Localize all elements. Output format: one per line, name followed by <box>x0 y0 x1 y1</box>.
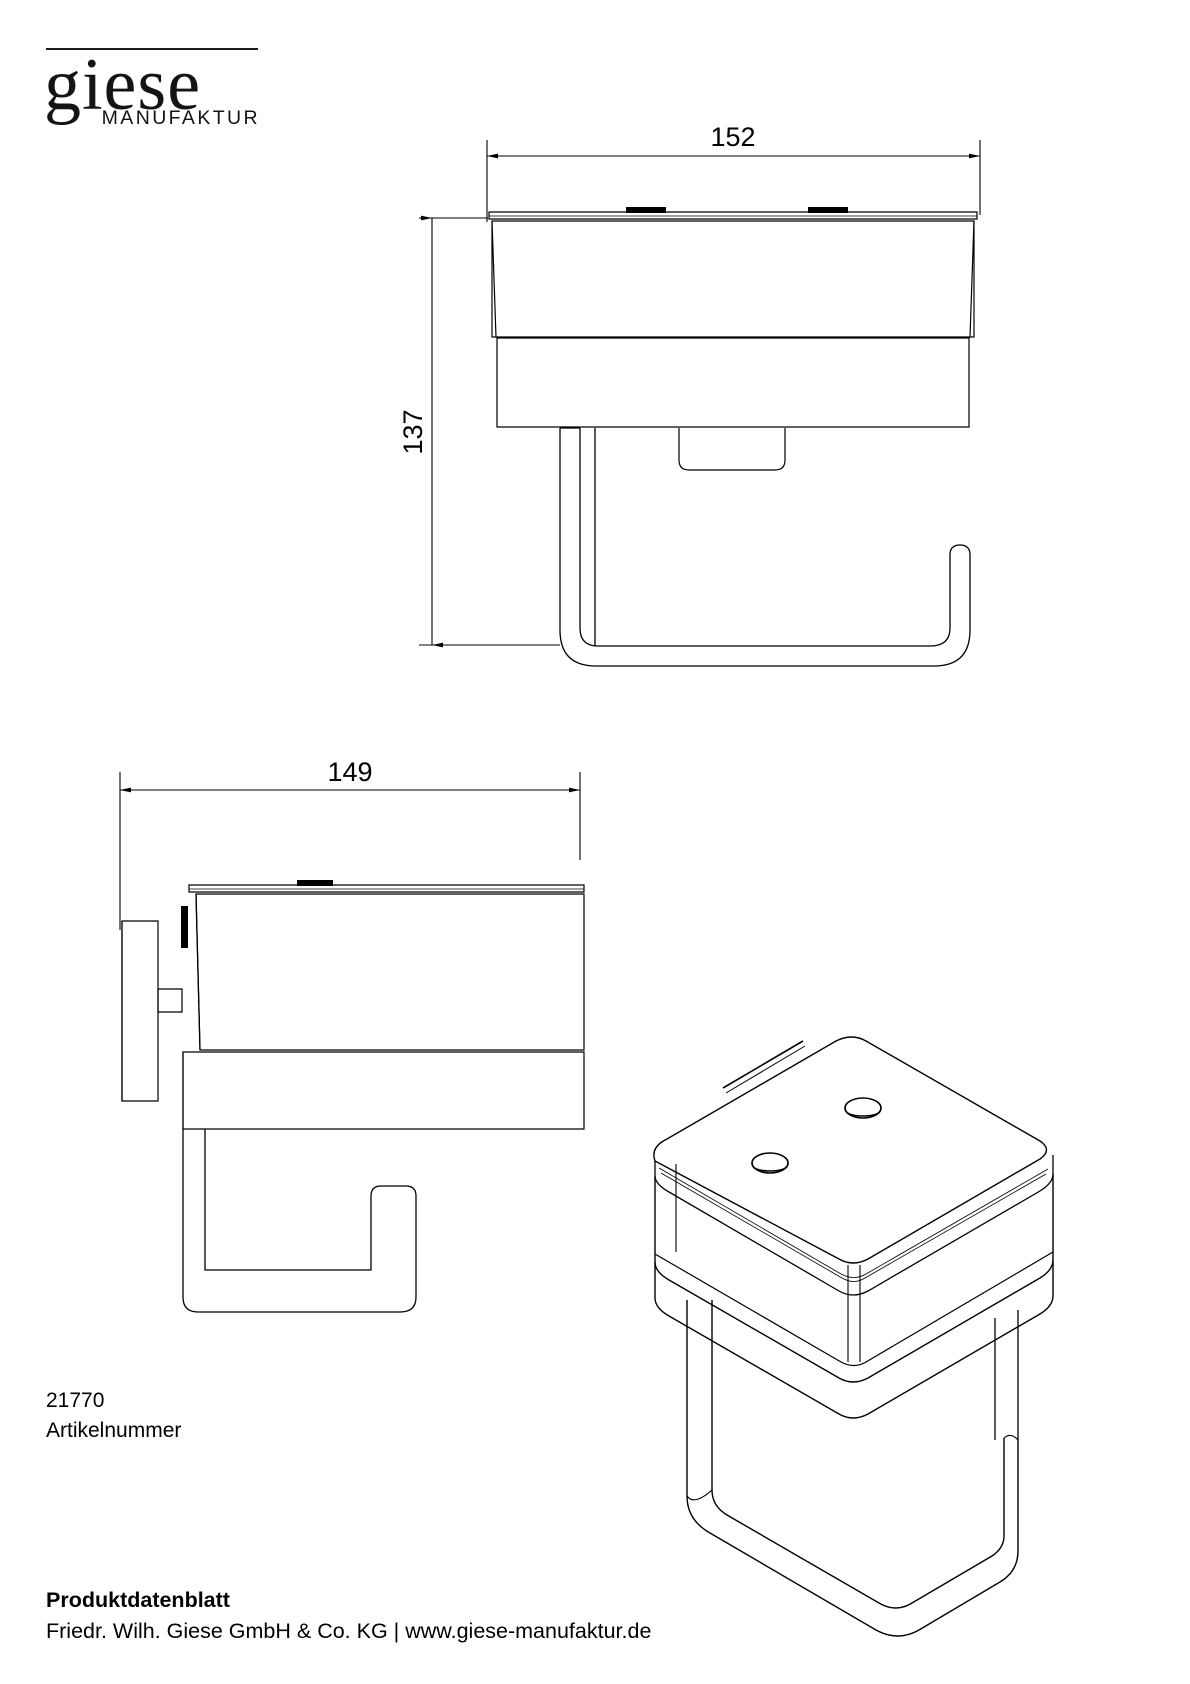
front-lid-tab-left <box>626 207 666 213</box>
front-view-drawing: 152 137 <box>398 122 981 667</box>
front-box-taper-right <box>969 220 975 338</box>
iso-box-upper-body <box>654 1174 1054 1383</box>
iso-lid-thickness <box>654 1155 1054 1296</box>
front-lid-plate <box>488 211 978 220</box>
side-lid-tab <box>297 880 333 886</box>
iso-roll-holder-bend-right <box>1003 1434 1019 1441</box>
iso-box-lower-band <box>654 1260 1054 1419</box>
front-paper-roll-arm <box>559 428 971 667</box>
article-number-label: Artikelnummer <box>46 1418 182 1442</box>
front-height-dimension-label: 137 <box>398 409 428 454</box>
side-box-taper-left <box>195 893 201 1051</box>
iso-lid-seam-2 <box>660 1172 1047 1282</box>
side-box-lower-band <box>182 1051 585 1130</box>
logo-rule <box>46 48 258 50</box>
front-width-dimension-label: 152 <box>710 122 755 152</box>
iso-box-band-groove <box>654 1251 1054 1367</box>
footer-title: Produktdatenblatt <box>46 1588 230 1612</box>
brand-logo: giese MANUFAKTUR <box>44 48 304 130</box>
front-box-upper-body <box>491 220 975 338</box>
side-width-dimension-label: 149 <box>327 757 372 787</box>
iso-lid-button-rear-rim <box>844 1107 882 1117</box>
article-number-value: 21770 <box>46 1389 105 1412</box>
iso-lid-seam-1 <box>658 1167 1049 1278</box>
front-box-lower-band <box>496 337 970 428</box>
iso-roll-holder-outer <box>686 1300 1019 1637</box>
side-view-drawing: 149 <box>119 757 585 1313</box>
iso-roll-holder-right-post <box>994 1310 1019 1440</box>
front-lid-tab-right <box>808 207 848 213</box>
iso-lid-button-front-rim <box>751 1162 789 1172</box>
front-center-tab <box>678 428 786 471</box>
side-hinge-detail <box>181 906 188 948</box>
iso-roll-holder-bend-left <box>686 1489 713 1501</box>
footer-company-line: Friedr. Wilh. Giese GmbH & Co. KG | www.… <box>46 1619 652 1644</box>
iso-hinge-strip-edge <box>725 1045 806 1094</box>
side-lid-plate <box>188 884 585 893</box>
side-bracket-arm <box>157 988 183 1013</box>
side-wall-plate <box>121 920 159 1102</box>
brand-tagline: MANUFAKTUR <box>101 107 260 130</box>
iso-roll-holder-inner <box>711 1300 1005 1609</box>
brand-name: giese <box>44 44 202 126</box>
iso-hinge-strip <box>722 1040 804 1089</box>
page-footer: Produktdatenblatt Friedr. Wilh. Giese Gm… <box>46 1585 651 1647</box>
side-paper-roll-hook <box>182 1129 417 1313</box>
side-box-upper-body <box>195 893 585 1051</box>
iso-lid-top-face <box>653 1036 1048 1264</box>
article-number-block: 21770 Artikelnummer <box>46 1386 181 1446</box>
isometric-view-drawing <box>653 1036 1054 1637</box>
front-box-taper-left <box>491 220 497 338</box>
